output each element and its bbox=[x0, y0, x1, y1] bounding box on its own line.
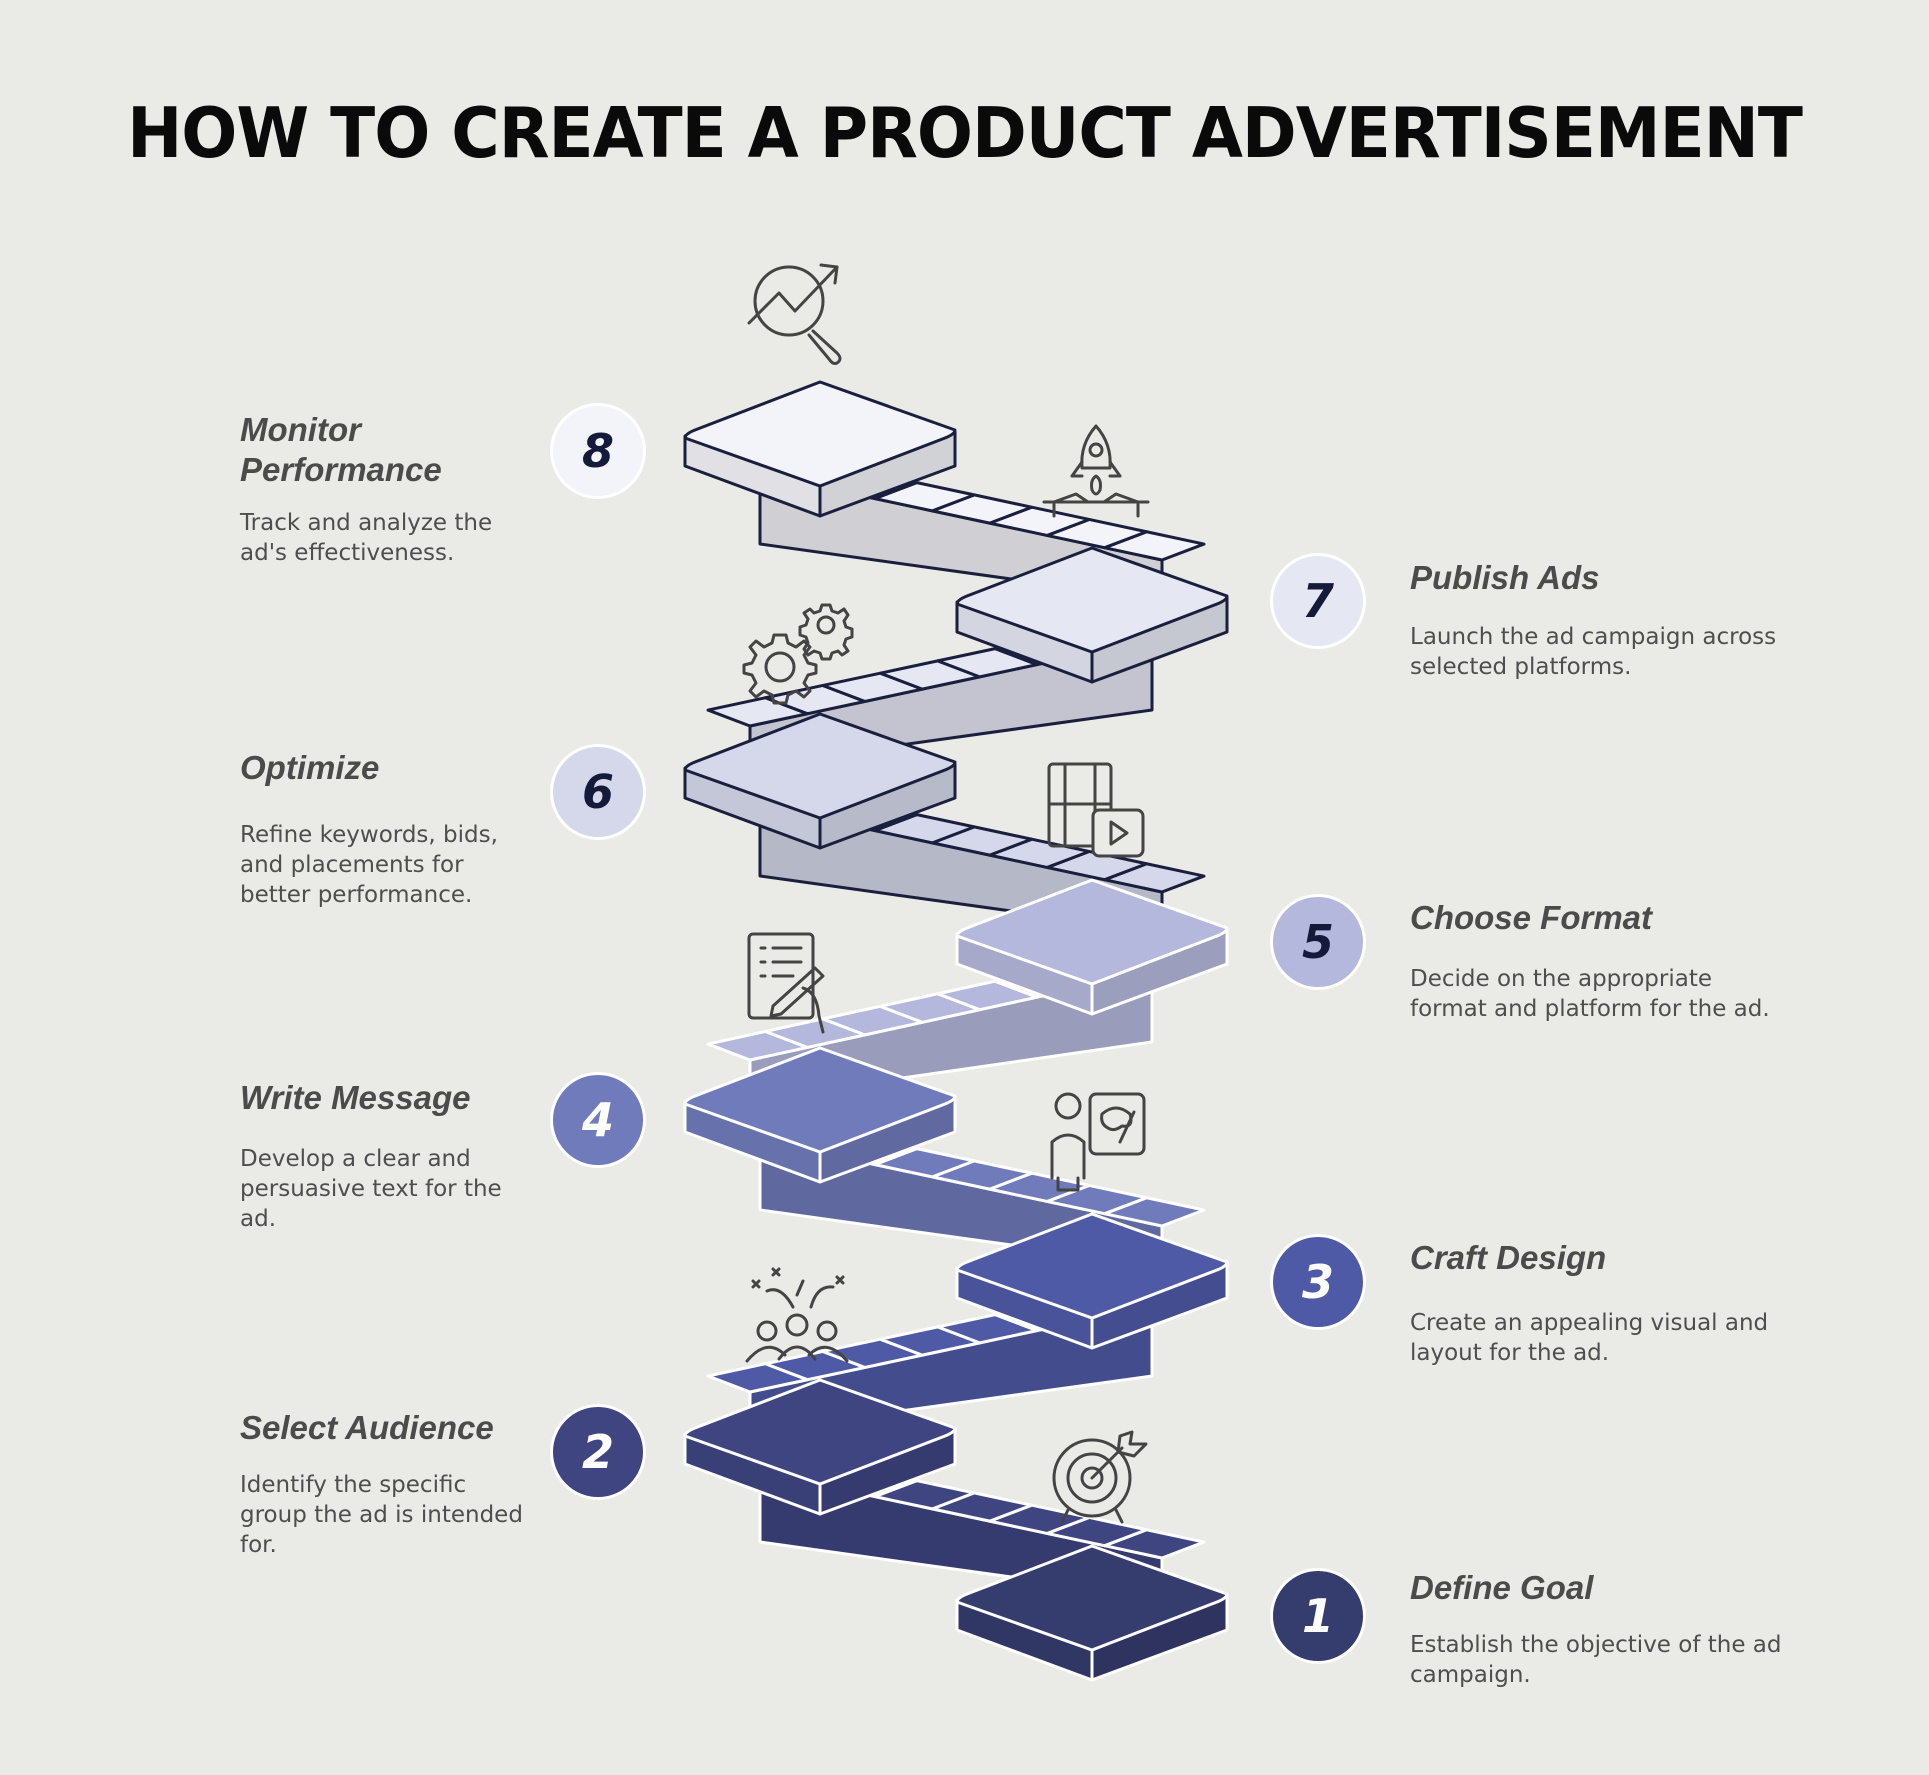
step-description-6: Refine keywords, bids, and placements fo… bbox=[240, 822, 498, 908]
step-description-8: Track and analyze the ad's effectiveness… bbox=[240, 510, 493, 566]
step-number-badge-1: 1 bbox=[1270, 1568, 1366, 1664]
designer-icon bbox=[1050, 1092, 1146, 1192]
step-title-1: Define Goal bbox=[1410, 1569, 1594, 1606]
step-title-6: Optimize bbox=[240, 749, 380, 786]
step-title-3: Craft Design bbox=[1410, 1239, 1607, 1276]
step-description-3: Create an appealing visual and layout fo… bbox=[1410, 1310, 1769, 1366]
step-number-badge-8: 8 bbox=[550, 403, 646, 499]
step-description-7: Launch the ad campaign across selected p… bbox=[1410, 624, 1777, 680]
step-description-2: Identify the specific group the ad is in… bbox=[240, 1472, 523, 1558]
step-number-badge-2: 2 bbox=[550, 1404, 646, 1500]
step-description-4: Develop a clear and persuasive text for … bbox=[240, 1146, 502, 1232]
platform-step-4 bbox=[683, 1046, 957, 1184]
step-number-badge-3: 3 bbox=[1270, 1234, 1366, 1330]
step-title-4: Write Message bbox=[240, 1079, 471, 1116]
step-title-2: Select Audience bbox=[240, 1409, 494, 1446]
step-number-badge-4: 4 bbox=[550, 1072, 646, 1168]
platform-step-2 bbox=[683, 1378, 957, 1516]
step-title-8: Monitor Performance bbox=[240, 411, 442, 488]
platform-step-3 bbox=[955, 1212, 1229, 1350]
gears-icon bbox=[742, 603, 854, 705]
rocket-launch-icon bbox=[1042, 424, 1150, 518]
step-description-5: Decide on the appropriate format and pla… bbox=[1410, 966, 1770, 1022]
analytics-search-icon bbox=[747, 263, 842, 365]
platform-step-8 bbox=[683, 380, 957, 518]
platform-step-7 bbox=[955, 546, 1229, 684]
write-icon bbox=[747, 932, 825, 1034]
platform-step-6 bbox=[683, 712, 957, 850]
step-description-1: Establish the objective of the ad campai… bbox=[1410, 1632, 1782, 1688]
step-number-badge-6: 6 bbox=[550, 744, 646, 840]
step-title-7: Publish Ads bbox=[1410, 559, 1600, 596]
video-format-icon bbox=[1047, 762, 1145, 858]
step-title-5: Choose Format bbox=[1410, 899, 1653, 936]
step-number-badge-7: 7 bbox=[1270, 553, 1366, 649]
target-icon bbox=[1052, 1430, 1148, 1524]
platform-step-1 bbox=[955, 1544, 1229, 1682]
step-number-badge-5: 5 bbox=[1270, 894, 1366, 990]
page-title: HOW TO CREATE A PRODUCT ADVERTISEMENT bbox=[127, 93, 1803, 174]
audience-icon bbox=[745, 1267, 849, 1363]
platform-step-5 bbox=[955, 878, 1229, 1016]
